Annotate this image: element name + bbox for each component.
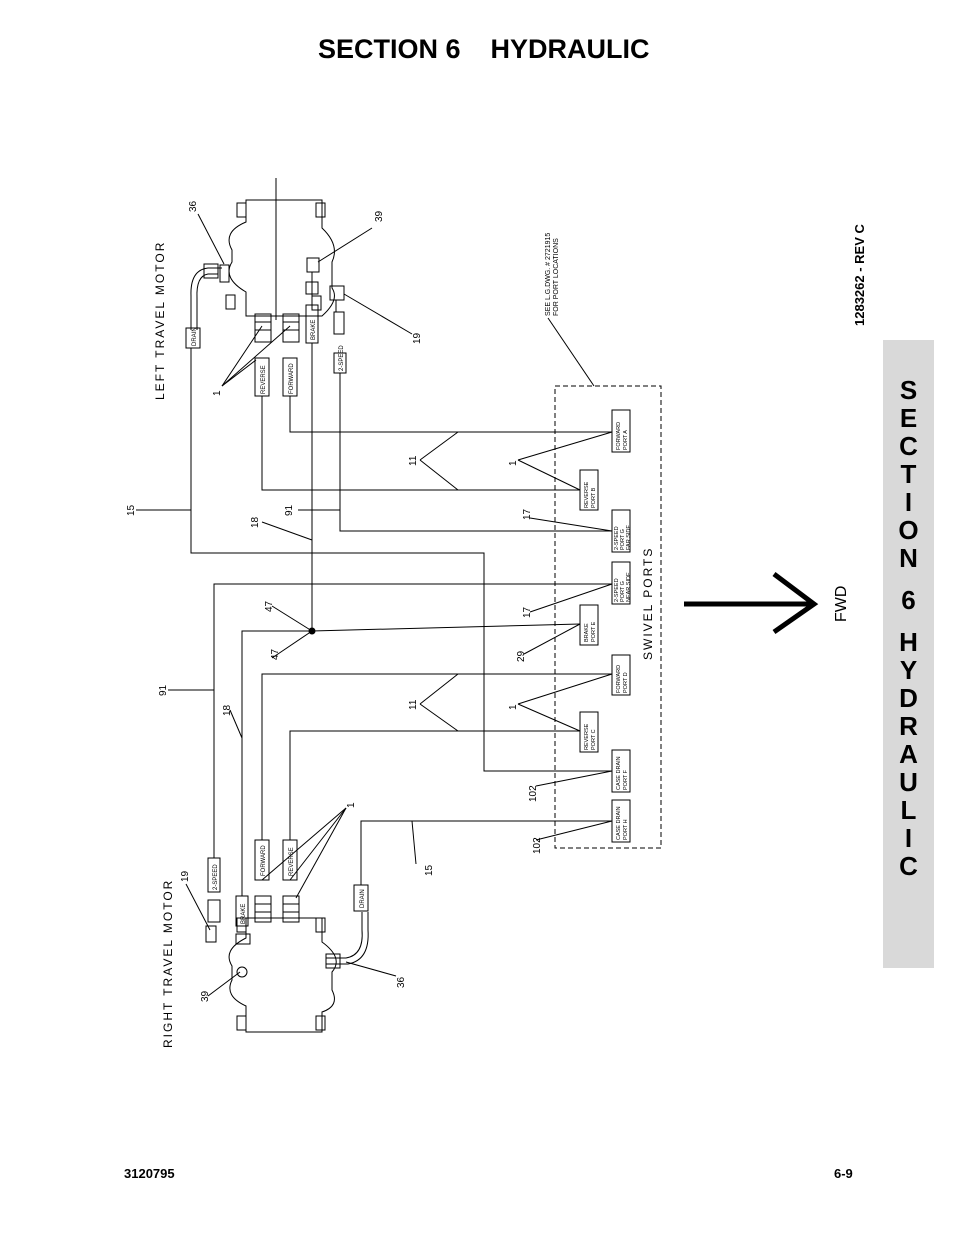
left-reverse-tag: REVERSE — [261, 365, 267, 394]
port-g-far-l3: FAR SIDE — [626, 525, 632, 550]
right-travel-motor — [205, 839, 369, 1033]
section-tab-letter: Y — [899, 655, 918, 685]
right-motor-label: RIGHT TRAVEL MOTOR — [161, 879, 175, 1048]
callout: 1 — [346, 802, 357, 808]
callout: 47 — [270, 648, 281, 660]
callout: 39 — [374, 210, 385, 222]
port-g-far-l2: PORT G — [620, 529, 626, 550]
port-f-l2: PORT F — [623, 769, 629, 790]
right-2speed-tag: 2-SPEED — [213, 864, 219, 890]
section-tab-letter: C — [899, 851, 918, 881]
right-brake-tag: BRAKE — [241, 904, 247, 924]
section-tab-letter: L — [900, 795, 917, 825]
port-a-l2: PORT A — [623, 430, 629, 450]
port-g-far-l1: 2-SPEED — [614, 526, 620, 550]
port-e-l1: BRAKE — [584, 623, 590, 642]
callout: 17 — [522, 508, 533, 520]
page-title: SECTION 6 HYDRAULIC — [318, 34, 650, 64]
callout: 1 — [508, 460, 519, 466]
callout: 15 — [126, 504, 137, 516]
section-tab-letter: R — [899, 711, 918, 741]
callout: 19 — [412, 332, 423, 344]
section-tab-letter: T — [900, 459, 917, 489]
callout: 36 — [396, 976, 407, 988]
section-tab-letter: C — [899, 431, 918, 461]
callout: 1 — [508, 704, 519, 710]
callout: 39 — [200, 990, 211, 1002]
section-tab-letter: I — [904, 487, 913, 517]
callout: 17 — [522, 606, 533, 618]
see-note-line2: FOR PORT LOCATIONS — [553, 238, 560, 316]
port-g-near-l1: 2-SPEED — [614, 578, 620, 602]
left-brake-tag: BRAKE — [311, 320, 317, 340]
swivel-ports-box — [554, 385, 662, 849]
fwd-label: FWD — [833, 586, 850, 622]
swivel-port-boxes — [579, 409, 631, 843]
right-reverse-tag: REVERSE — [289, 847, 295, 876]
port-h-l1: CASE DRAIN — [616, 806, 622, 840]
port-b-l2: PORT B — [591, 487, 597, 508]
port-c-l2: PORT C — [591, 729, 597, 750]
section-tab-letter: A — [899, 739, 918, 769]
port-f-l1: CASE DRAIN — [616, 756, 622, 790]
port-d-l2: PORT D — [623, 672, 629, 693]
callout: 18 — [250, 516, 261, 528]
doc-number: 3120795 — [124, 1166, 175, 1181]
callout: 1 — [212, 390, 223, 396]
see-note-line1: SEE L.G.DWG. # 2721915 — [545, 233, 552, 316]
section-tab-letter: I — [904, 823, 913, 853]
hose-lines — [190, 343, 612, 896]
callout: 102 — [528, 785, 539, 802]
section-tab-letter: O — [898, 515, 919, 545]
port-e-l2: PORT E — [591, 621, 597, 642]
page-number: 6-9 — [834, 1166, 853, 1181]
callout: 11 — [408, 699, 419, 710]
left-drain-tag: DRAIN — [192, 327, 198, 346]
right-forward-tag: FORWARD — [261, 845, 267, 876]
section-tab-letter: D — [899, 683, 918, 713]
left-2speed-tag: 2-SPEED — [339, 345, 345, 371]
port-d-l1: FORWARD — [616, 665, 622, 693]
callout: 19 — [180, 870, 191, 882]
left-travel-motor — [185, 178, 347, 397]
swivel-ports-label: SWIVEL PORTS — [641, 547, 655, 660]
right-drain-tag: DRAIN — [360, 889, 366, 908]
left-motor-label: LEFT TRAVEL MOTOR — [153, 241, 167, 400]
callout: 102 — [532, 837, 543, 854]
callout: 29 — [516, 650, 527, 662]
callout: 91 — [158, 684, 169, 696]
callout: 18 — [222, 704, 233, 716]
callout: 47 — [264, 600, 275, 612]
section-tab-letter: N — [899, 543, 918, 573]
port-c-l1: REVERSE — [584, 723, 590, 750]
section-tab-letter: U — [899, 767, 918, 797]
port-b-l1: REVERSE — [584, 481, 590, 508]
callout: 36 — [188, 200, 199, 212]
section-tab-letter: 6 — [901, 585, 916, 615]
port-g-near-l3: NEAR SIDE — [626, 572, 632, 602]
fwd-arrow-icon — [684, 572, 819, 635]
callout: 11 — [408, 455, 419, 466]
port-a-l1: FORWARD — [616, 422, 622, 450]
section-tab-letter: H — [899, 627, 918, 657]
section-tab-letter: E — [899, 403, 918, 433]
port-h-l2: PORT H — [623, 819, 629, 840]
port-g-near-l2: PORT G — [620, 581, 626, 602]
callout: 91 — [284, 504, 295, 516]
section-tab-letter: S — [899, 375, 918, 405]
leader-lines — [136, 213, 613, 997]
callout: 15 — [424, 864, 435, 876]
left-forward-tag: FORWARD — [289, 363, 295, 394]
